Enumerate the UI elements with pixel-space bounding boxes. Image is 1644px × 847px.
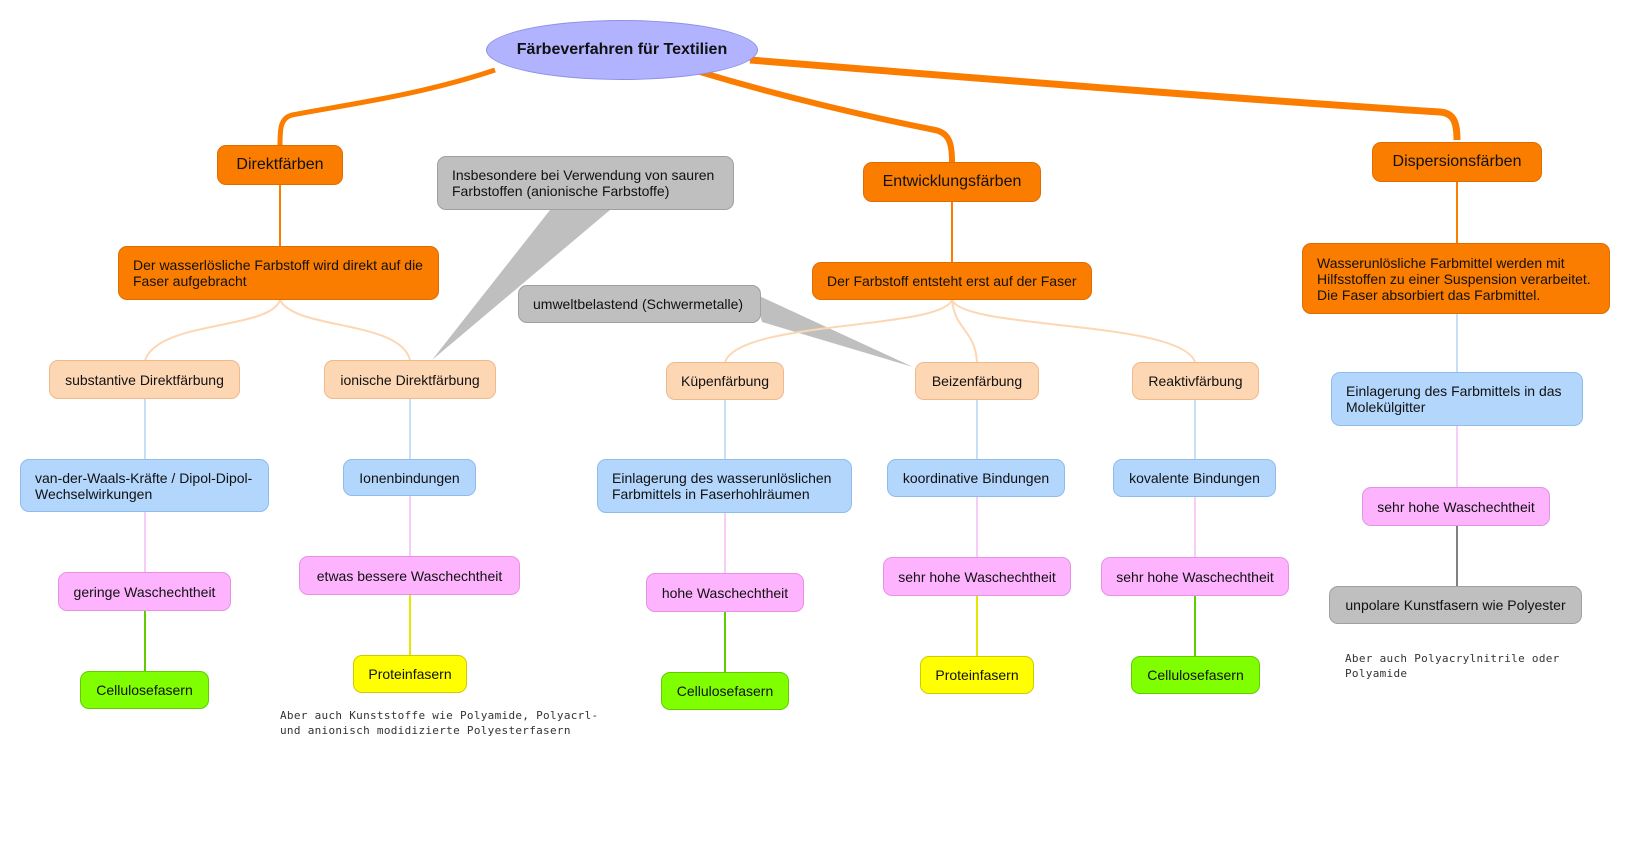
fiber-cellulose-reaktiv[interactable]: Cellulosefasern bbox=[1131, 656, 1260, 694]
callout-saure-farbstoffe[interactable]: Insbesondere bei Verwendung von sauren F… bbox=[437, 156, 734, 210]
wash-geringe[interactable]: geringe Waschechtheit bbox=[58, 572, 231, 611]
bond-van-der-waals[interactable]: van-der-Waals-Kräfte / Dipol-Dipol- Wech… bbox=[20, 459, 269, 512]
bond-ionenbindungen[interactable]: Ionenbindungen bbox=[343, 459, 476, 496]
bond-einlagerung-faserhohlraeume[interactable]: Einlagerung des wasserunlöslichen Farbmi… bbox=[597, 459, 852, 513]
fiber-protein-beizen[interactable]: Proteinfasern bbox=[920, 656, 1034, 694]
bond-kovalent[interactable]: kovalente Bindungen bbox=[1113, 459, 1276, 497]
link-root-entwicklung bbox=[699, 69, 955, 163]
link-desc-substantiv bbox=[144, 299, 281, 361]
fiber-protein-ionisch[interactable]: Proteinfasern bbox=[353, 655, 467, 693]
note-dispersion-polyacrylnitrile: Aber auch Polyacrylnitrile oder Polyamid… bbox=[1345, 652, 1560, 680]
root-node[interactable]: Färbeverfahren für Textilien bbox=[486, 20, 758, 80]
method-kuepenfaerbung[interactable]: Küpenfärbung bbox=[666, 362, 784, 400]
method-links bbox=[144, 299, 1196, 363]
category-direktfaerben[interactable]: Direktfärben bbox=[217, 145, 343, 185]
description-dispersion[interactable]: Wasserunlösliche Farbmittel werden mit H… bbox=[1302, 243, 1610, 314]
bond-koordinativ[interactable]: koordinative Bindungen bbox=[887, 459, 1065, 497]
wash-sehr-hohe-beizen[interactable]: sehr hohe Waschechtheit bbox=[883, 557, 1071, 596]
wash-etwas-bessere[interactable]: etwas bessere Waschechtheit bbox=[299, 556, 520, 595]
category-dispersionsfaerben[interactable]: Dispersionsfärben bbox=[1372, 142, 1542, 182]
link-desc-beizen bbox=[951, 299, 978, 363]
category-entwicklungsfaerben[interactable]: Entwicklungsfärben bbox=[863, 162, 1041, 202]
fiber-cellulose-substantiv[interactable]: Cellulosefasern bbox=[80, 671, 209, 709]
method-reaktivfaerbung[interactable]: Reaktivfärbung bbox=[1132, 362, 1259, 400]
bond-links bbox=[144, 314, 1458, 459]
bond-einlagerung-molekuelgitter[interactable]: Einlagerung des Farbmittels in das Molek… bbox=[1331, 372, 1583, 426]
method-ionische-direktfaerbung[interactable]: ionische Direktfärbung bbox=[324, 360, 496, 399]
callout-umweltbelastend[interactable]: umweltbelastend (Schwermetalle) bbox=[518, 285, 761, 323]
link-desc-reaktiv bbox=[951, 299, 1196, 363]
link-root-dispersion bbox=[749, 56, 1461, 141]
method-substantive-direktfaerbung[interactable]: substantive Direktfärbung bbox=[49, 360, 240, 399]
callout-tail-umwelt bbox=[755, 294, 913, 367]
callout-tail-sauer bbox=[432, 210, 610, 360]
note-ionisch-kunststoffe: Aber auch Kunststoffe wie Polyamide, Pol… bbox=[280, 709, 599, 737]
wash-hohe[interactable]: hohe Waschechtheit bbox=[646, 573, 804, 612]
wash-links bbox=[144, 426, 1458, 573]
wash-sehr-hohe-reaktiv[interactable]: sehr hohe Waschechtheit bbox=[1101, 557, 1289, 596]
description-direkt[interactable]: Der wasserlösliche Farbstoff wird direkt… bbox=[118, 246, 439, 300]
link-desc-kuepen bbox=[724, 299, 953, 363]
method-beizenfaerbung[interactable]: Beizenfärbung bbox=[915, 362, 1039, 400]
wash-sehr-hohe-dispersion[interactable]: sehr hohe Waschechtheit bbox=[1362, 487, 1550, 526]
link-root-direkt bbox=[277, 67, 496, 146]
fiber-unpolare-kunstfasern[interactable]: unpolare Kunstfasern wie Polyester bbox=[1329, 586, 1582, 624]
link-desc-ionisch bbox=[279, 299, 411, 361]
fiber-cellulose-kuepen[interactable]: Cellulosefasern bbox=[661, 672, 789, 710]
description-entwicklung[interactable]: Der Farbstoff entsteht erst auf der Fase… bbox=[812, 262, 1092, 300]
